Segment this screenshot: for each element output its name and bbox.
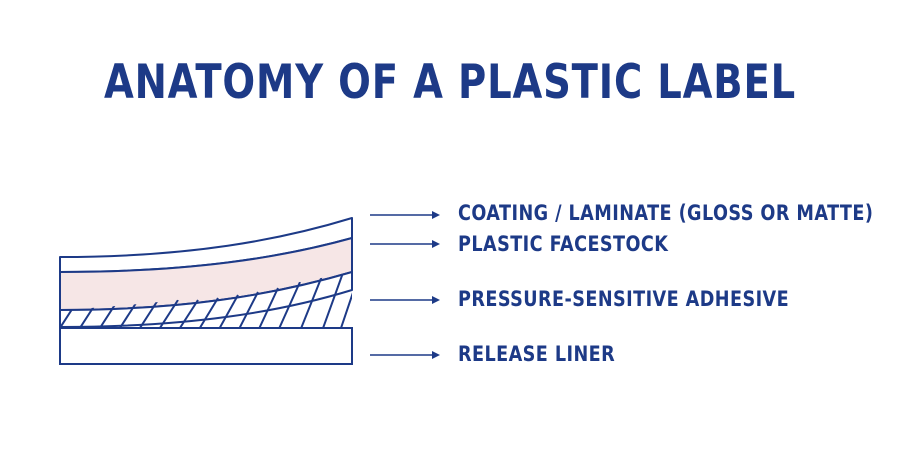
adhesive-label: PRESSURE-SENSITIVE ADHESIVE — [458, 287, 790, 311]
arrow-right-icon — [370, 211, 440, 219]
adhesive-layer — [59, 271, 353, 328]
arrow-right-icon — [370, 240, 440, 248]
release-liner-label: RELEASE LINER — [458, 342, 616, 366]
page-title: ANATOMY OF A PLASTIC LABEL — [103, 55, 797, 110]
coating-label: COATING / LAMINATE (GLOSS OR MATTE) — [458, 201, 874, 225]
facestock-label: PLASTIC FACESTOCK — [458, 232, 669, 256]
arrow-right-icon — [370, 351, 440, 359]
arrow-right-icon — [370, 296, 440, 304]
release-liner-layer — [59, 327, 353, 365]
